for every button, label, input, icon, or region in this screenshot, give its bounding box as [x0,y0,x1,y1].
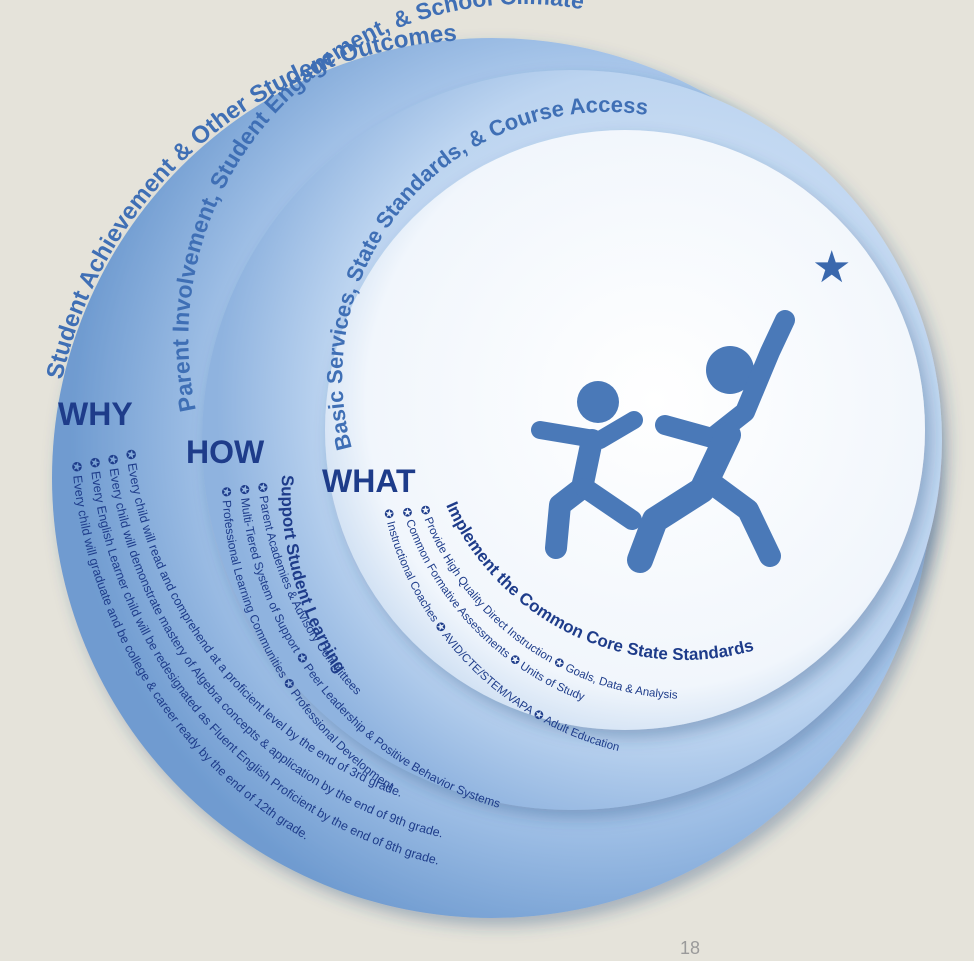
bullet-icon: ✪ [237,484,252,495]
bullet-icon: ✪ [399,506,414,519]
bullet-icon: ✪ [381,508,395,520]
star-icon: ★ [812,242,851,293]
bullet-icon: ✪ [123,449,138,462]
bullet-icon: ✪ [219,486,233,497]
how-heading: HOW [186,434,265,470]
bullet-icon: ✪ [69,461,84,473]
page-number: 18 [680,938,701,958]
bullet-icon: ✪ [105,454,120,467]
what-heading: WHAT [322,463,416,499]
bullet-icon: ✪ [255,482,270,494]
running-figures-icon [531,310,795,573]
bullet-icon: ✪ [87,457,102,469]
bullet-icon: ✪ [417,504,432,518]
why-heading: WHY [58,396,133,432]
